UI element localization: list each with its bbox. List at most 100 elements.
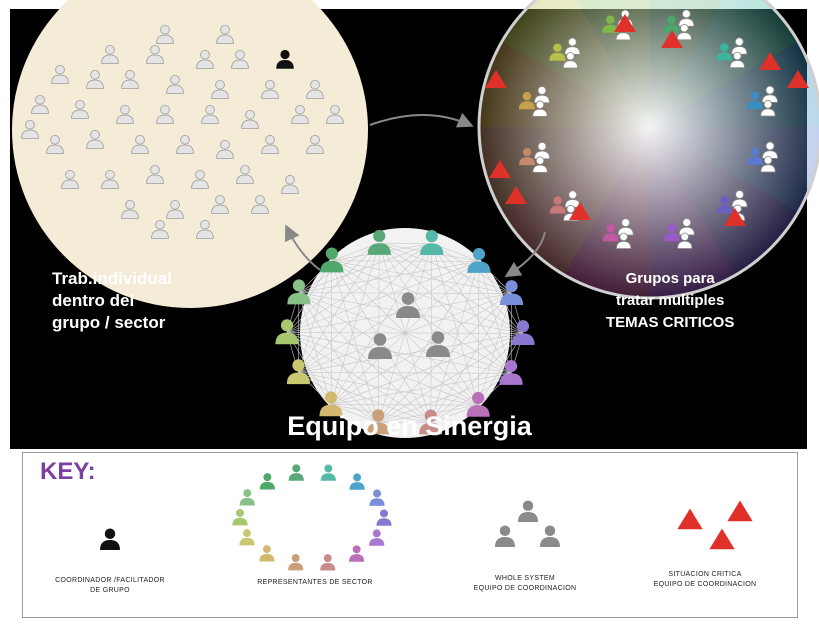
wheel-rim bbox=[477, 0, 819, 300]
key-representative-icon bbox=[232, 509, 248, 526]
member-icon bbox=[216, 139, 234, 159]
group-member-icon bbox=[617, 218, 634, 236]
network-line bbox=[331, 260, 512, 294]
critical-triangle bbox=[759, 52, 781, 70]
group-member-icon bbox=[549, 43, 566, 61]
group-member-icon bbox=[534, 142, 551, 160]
coordinator-icon bbox=[276, 49, 294, 69]
member-icon bbox=[86, 129, 104, 149]
key-representative-icon bbox=[259, 473, 275, 490]
member-icon bbox=[291, 104, 309, 124]
group-member-icon bbox=[746, 91, 763, 109]
group-member-icon bbox=[602, 224, 619, 242]
member-icon bbox=[61, 169, 79, 189]
sector-representative-icon bbox=[286, 359, 311, 385]
individual-work-circle bbox=[12, 0, 368, 308]
network-line bbox=[286, 243, 380, 333]
group-member-icon bbox=[533, 86, 550, 104]
group-member-icon bbox=[761, 85, 778, 103]
key-caption-representatives: REPRESENTANTES DE SECTOR bbox=[257, 579, 373, 586]
network-line bbox=[286, 332, 431, 424]
key-whole-system-icon bbox=[495, 525, 515, 547]
group-member-icon bbox=[762, 141, 779, 159]
member-icon bbox=[31, 94, 49, 114]
network-line bbox=[330, 333, 524, 405]
network-line bbox=[298, 333, 524, 373]
network-line bbox=[298, 243, 432, 373]
member-icon bbox=[216, 24, 234, 44]
sector-representative-icon bbox=[367, 229, 391, 255]
group-member-icon bbox=[602, 15, 619, 33]
network-line bbox=[331, 260, 379, 423]
member-icon bbox=[151, 219, 169, 239]
network-line bbox=[298, 372, 479, 406]
group-member-icon bbox=[677, 232, 693, 249]
sector-representative-icon bbox=[319, 391, 343, 417]
sector-representative-icon bbox=[420, 230, 444, 255]
member-icon bbox=[251, 194, 269, 214]
network-line bbox=[298, 260, 333, 373]
sector-representative-icon bbox=[366, 409, 390, 435]
key-representative-icon bbox=[349, 473, 365, 490]
critical-triangle bbox=[485, 70, 507, 88]
key-caption-critical: SITUACION CRITICA EQUIPO DE COORDINACION bbox=[653, 571, 757, 588]
group-member-icon bbox=[564, 37, 581, 55]
network-line bbox=[478, 261, 512, 374]
critical-triangle bbox=[489, 160, 511, 178]
member-icon bbox=[196, 49, 214, 69]
group-member-icon bbox=[716, 196, 733, 214]
sector-representative-icon bbox=[419, 409, 443, 435]
member-icon bbox=[326, 104, 344, 124]
key-whole-system-icon bbox=[518, 500, 538, 522]
key-panel bbox=[22, 452, 798, 618]
critical-triangle bbox=[661, 30, 683, 48]
key-representative-icon bbox=[288, 464, 304, 481]
group-member-icon bbox=[731, 190, 748, 208]
member-icon bbox=[51, 64, 69, 84]
key-critical-icon bbox=[727, 500, 753, 522]
group-member-icon bbox=[549, 196, 566, 214]
network-line bbox=[298, 372, 512, 374]
group-member-icon bbox=[663, 224, 680, 242]
member-icon bbox=[261, 79, 279, 99]
key-representative-icon bbox=[320, 554, 336, 571]
key-title: KEY: bbox=[40, 458, 96, 485]
key-caption-coordinator: COORDINADOR /FACILITADOR DE GRUPO bbox=[55, 577, 165, 594]
member-icon bbox=[131, 134, 149, 154]
network-line bbox=[430, 333, 524, 423]
member-icon bbox=[191, 169, 209, 189]
group-member-icon bbox=[564, 190, 581, 208]
whole-system-icon bbox=[368, 333, 392, 359]
group-member-icon bbox=[760, 156, 776, 173]
critical-triangle bbox=[569, 202, 591, 220]
network-line bbox=[431, 243, 524, 334]
network-line bbox=[298, 372, 431, 424]
member-icon bbox=[166, 199, 184, 219]
network-line bbox=[298, 292, 379, 423]
sector-representative-icon bbox=[320, 247, 344, 273]
key-representative-icon bbox=[369, 529, 385, 546]
sector-representative-icon bbox=[511, 320, 535, 346]
group-member-icon bbox=[731, 37, 748, 55]
member-icon bbox=[156, 24, 174, 44]
key-critical-icon bbox=[677, 508, 703, 530]
network-line bbox=[298, 372, 379, 423]
member-icon bbox=[261, 134, 279, 154]
sector-representative-icon bbox=[275, 319, 299, 345]
group-member-icon bbox=[663, 15, 680, 33]
critical-triangle bbox=[614, 14, 636, 32]
group-member-icon bbox=[678, 218, 695, 236]
member-icon bbox=[241, 109, 259, 129]
network-line bbox=[298, 292, 479, 406]
member-icon bbox=[196, 219, 214, 239]
key-representative-icon bbox=[369, 489, 385, 506]
group-member-icon bbox=[616, 232, 632, 249]
network-line bbox=[286, 261, 480, 333]
network-line bbox=[286, 260, 333, 333]
key-representative-icon bbox=[349, 545, 365, 562]
key-representative-icon bbox=[239, 529, 255, 546]
network-line bbox=[298, 243, 432, 293]
member-icon bbox=[231, 49, 249, 69]
member-icon bbox=[281, 174, 299, 194]
